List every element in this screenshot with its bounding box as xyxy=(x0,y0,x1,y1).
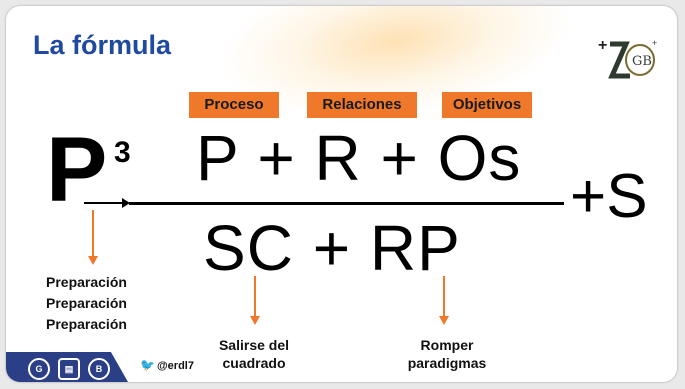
formula-base: P xyxy=(46,119,108,221)
right-arrow-icon xyxy=(84,198,130,208)
salirse-line-2: cuadrado xyxy=(222,355,286,371)
fraction-line xyxy=(129,202,564,205)
tag-relaciones: Relaciones xyxy=(307,92,417,118)
preparacion-list: Preparación Preparación Preparación xyxy=(46,272,127,335)
svg-text:+: + xyxy=(598,37,607,54)
formula-suffix: +S xyxy=(570,162,648,231)
svg-text:GB: GB xyxy=(632,54,652,69)
twitter-bird-icon: 🐦 xyxy=(140,358,155,372)
bus-icon: ▤ xyxy=(58,358,80,380)
romper-line-2: paradigmas xyxy=(407,355,487,371)
romper-line-1: Romper xyxy=(420,337,474,353)
salirse-label: Salirse del cuadrado xyxy=(204,336,304,372)
formula-numerator: P + R + Os xyxy=(196,122,522,194)
preparacion-item: Preparación xyxy=(46,316,127,332)
brand-logo-icon: + GB + xyxy=(598,37,657,79)
bl-badge-icon: B xyxy=(88,358,110,380)
salirse-line-1: Salirse del xyxy=(218,337,290,353)
background-glow xyxy=(207,6,585,141)
preparacion-item: Preparación xyxy=(46,295,127,311)
twitter-handle: 🐦@erdl7 xyxy=(140,358,194,372)
formula-denominator: SC + RP xyxy=(203,212,461,284)
formula-exponent: 3 xyxy=(114,136,131,169)
tag-objetivos: Objetivos xyxy=(442,92,532,118)
slide-title: La fórmula xyxy=(33,30,172,60)
svg-text:+: + xyxy=(652,38,657,48)
gb-badge-icon: G xyxy=(28,358,50,380)
preparacion-item: Preparación xyxy=(46,274,127,290)
slide: La fórmula + GB + Proceso Relaciones Obj… xyxy=(6,6,677,382)
romper-label: Romper paradigmas xyxy=(392,336,502,372)
handle-text: @erdl7 xyxy=(156,360,194,372)
tag-proceso: Proceso xyxy=(189,92,279,118)
